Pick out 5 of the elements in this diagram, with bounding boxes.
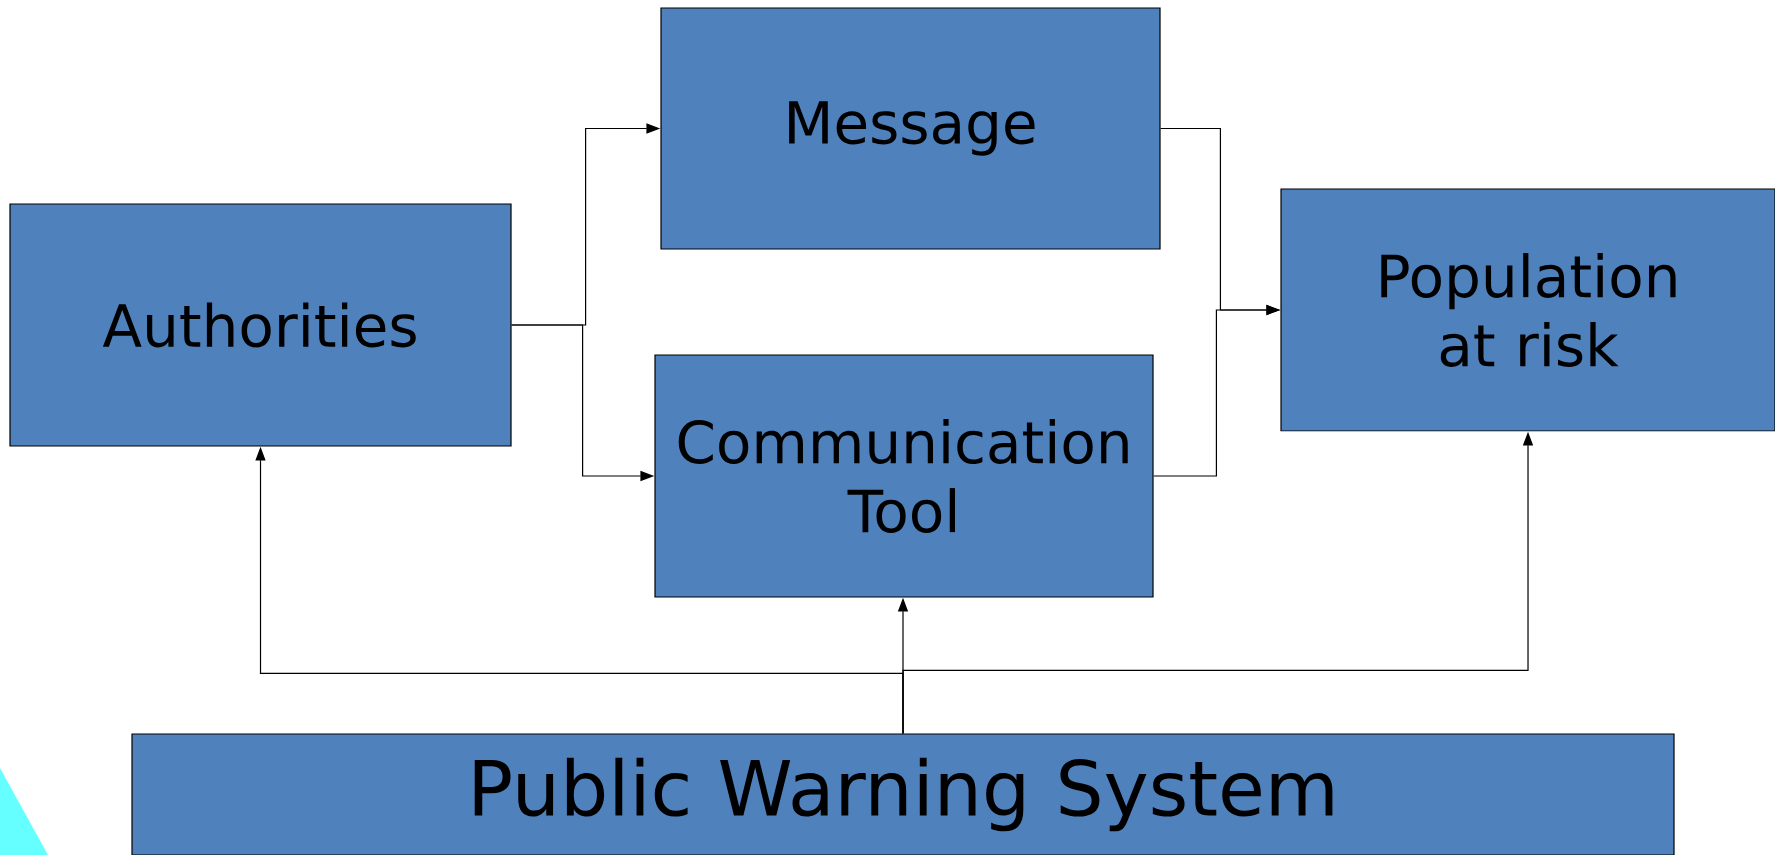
- process-box: Public Warning System: [131, 733, 1675, 855]
- process-box: Message: [660, 7, 1161, 250]
- process-box: Communication Tool: [654, 354, 1154, 598]
- process-box: Authorities: [9, 203, 512, 447]
- process-box: Population at risk: [1280, 188, 1775, 432]
